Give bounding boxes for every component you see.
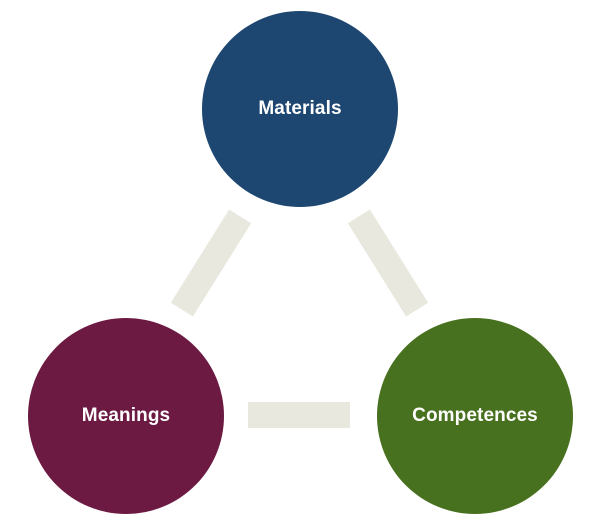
connector-meanings-competences — [248, 402, 350, 428]
node-competences: Competences — [377, 318, 573, 514]
connector-materials-competences — [347, 209, 429, 317]
node-meanings: Meanings — [28, 318, 224, 514]
node-meanings-label: Meanings — [81, 405, 171, 426]
node-materials: Materials — [202, 11, 398, 207]
node-competences-label: Competences — [412, 405, 538, 426]
connector-materials-meanings — [170, 209, 252, 317]
node-materials-label: Materials — [258, 98, 342, 119]
